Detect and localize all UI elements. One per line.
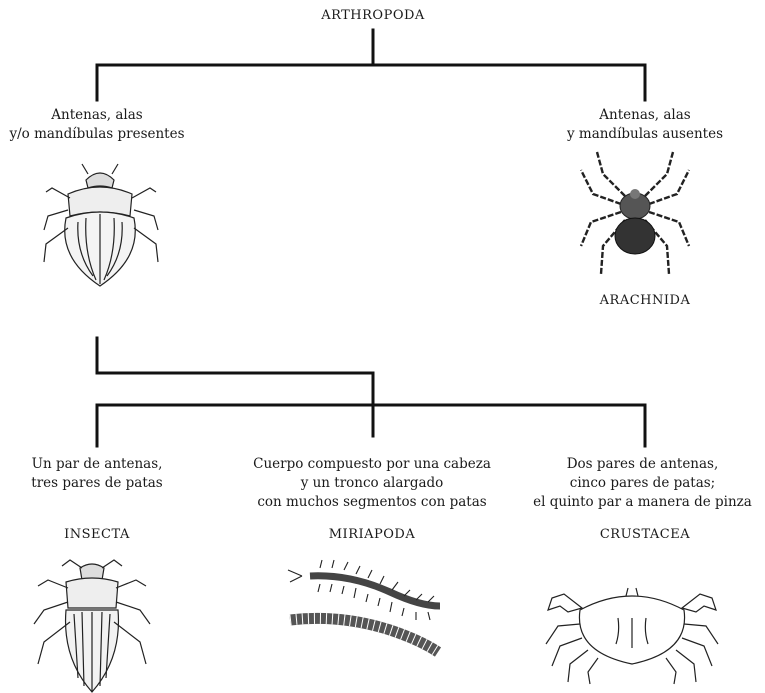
branch-present-line1: Antenas, alas [2, 106, 192, 125]
miriapoda-line3: con muchos segmentos con patas [222, 493, 522, 512]
insecta-line2: tres pares de patas [2, 474, 192, 493]
branch-absent-line1: Antenas, alas [555, 106, 735, 125]
crab-illustration [540, 552, 725, 687]
insecta-line1: Un par de antenas, [2, 455, 192, 474]
branch-present-line2: y/o mandíbulas presentes [2, 125, 192, 144]
branch-present-text: Antenas, alas y/o mandíbulas presentes [2, 106, 192, 144]
crustacea-line2: cinco pares de patas; [520, 474, 765, 493]
centipede-millipede-illustration [280, 556, 455, 661]
miriapoda-line1: Cuerpo compuesto por una cabeza [222, 455, 522, 474]
miriapoda-label: MIRIAPODA [297, 527, 447, 542]
miriapoda-text: Cuerpo compuesto por una cabeza y un tro… [222, 455, 522, 512]
insecta-text: Un par de antenas, tres pares de patas [2, 455, 192, 493]
root-label: ARTHROPODA [272, 8, 474, 23]
miriapoda-line2: y un tronco alargado [222, 474, 522, 493]
crustacea-text: Dos pares de antenas, cinco pares de pat… [520, 455, 765, 512]
crustacea-label: CRUSTACEA [570, 527, 720, 542]
branch-absent-line2: y mandíbulas ausentes [555, 125, 735, 144]
beetle-illustration [38, 158, 163, 298]
branch-absent-text: Antenas, alas y mandíbulas ausentes [555, 106, 735, 144]
ground-beetle-illustration [22, 558, 162, 693]
spider-illustration [573, 150, 698, 280]
crustacea-line3: el quinto par a manera de pinza [520, 493, 765, 512]
crustacea-line1: Dos pares de antenas, [520, 455, 765, 474]
insecta-label: INSECTA [22, 527, 172, 542]
arachnida-label: ARACHNIDA [560, 293, 730, 308]
